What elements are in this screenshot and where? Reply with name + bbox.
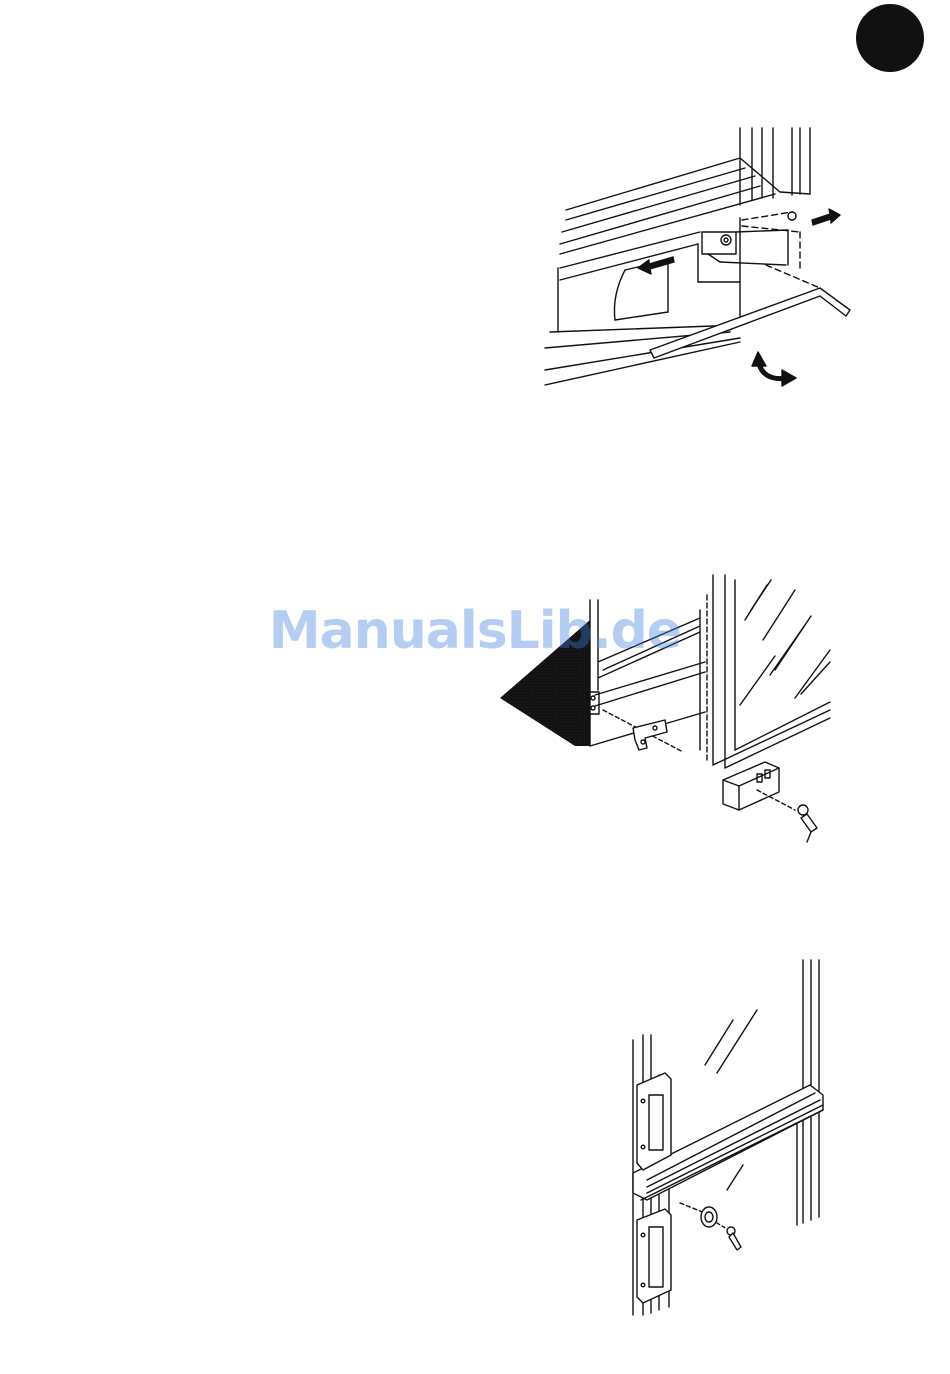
hinge-adjustment-illustration (530, 120, 860, 400)
page-badge (856, 4, 924, 72)
lock-bracket-illustration (495, 570, 840, 850)
door-lock-illustration (625, 955, 835, 1320)
